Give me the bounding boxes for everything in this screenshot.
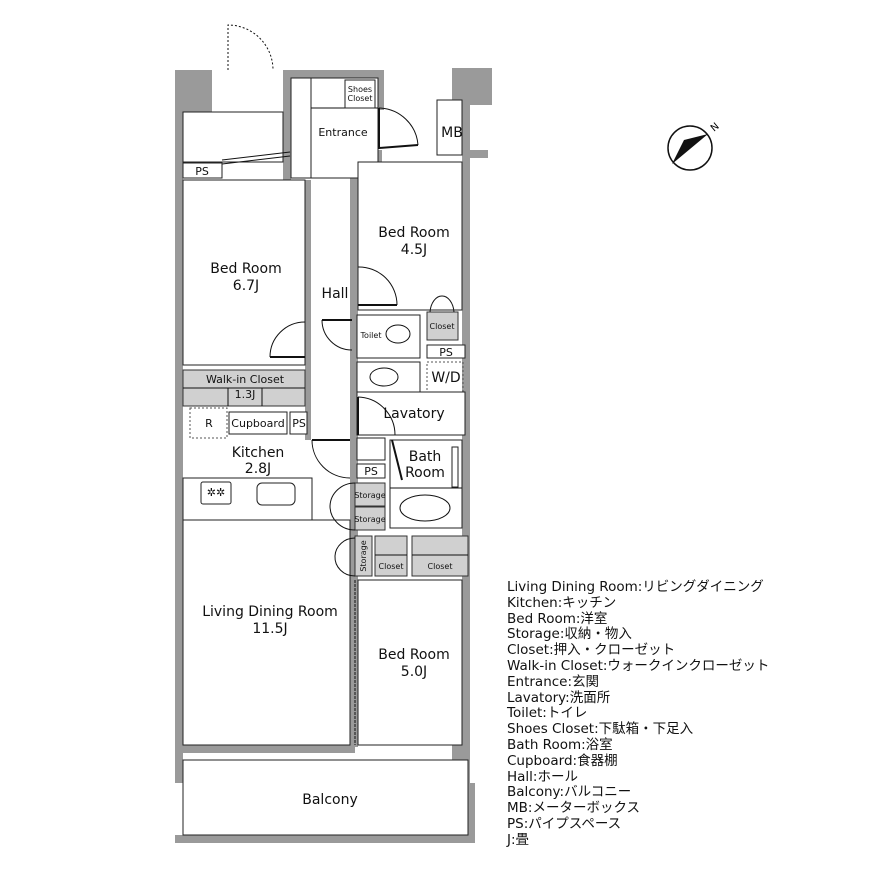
lavatory xyxy=(356,391,466,436)
living-dining-room xyxy=(182,519,351,746)
legend: Living Dining Room:リビングダイニング Kitchen:キッチ… xyxy=(507,579,770,849)
legend-item: Living Dining Room:リビングダイニング xyxy=(507,579,764,595)
ps-label: PS xyxy=(292,417,306,430)
north-label: N xyxy=(709,121,722,134)
compass-icon: N xyxy=(667,121,722,171)
legend-item: Shoes Closet:下駄箱・下足入 xyxy=(507,721,694,738)
bath-shelf xyxy=(451,446,459,488)
bed-room-size: 4.5J xyxy=(401,242,427,258)
ps-box xyxy=(356,463,386,479)
legend-item: J:畳 xyxy=(507,831,530,848)
shoes-closet xyxy=(344,79,376,109)
toilet-bowl xyxy=(385,324,411,344)
ps-label: PS xyxy=(195,165,209,178)
storage-label: Storage xyxy=(354,515,385,524)
closet xyxy=(426,311,459,341)
legend-item: Balcony:バルコニー xyxy=(507,784,632,801)
living-dining-label: Living Dining Room xyxy=(202,604,338,620)
legend-item: Bath Room:浴室 xyxy=(507,736,613,753)
bed-room-6-7 xyxy=(182,179,306,366)
wd-label: W/D xyxy=(431,370,460,386)
entrance-label: Entrance xyxy=(318,126,368,139)
legend-item: Cupboard:食器棚 xyxy=(507,752,618,769)
lavatory-label: Lavatory xyxy=(383,406,444,422)
closet xyxy=(374,535,408,577)
refrigerator-label: R xyxy=(205,417,213,430)
bathtub xyxy=(399,494,451,522)
closet xyxy=(411,535,469,577)
burner-icon: ✲✲ xyxy=(207,486,225,499)
stove xyxy=(200,481,232,505)
bed-room-size: 6.7J xyxy=(233,278,259,294)
ps-box xyxy=(426,344,466,359)
legend-item: Walk-in Closet:ウォークインクローゼット xyxy=(507,657,770,674)
hall-label: Hall xyxy=(322,286,349,302)
ps-label: PS xyxy=(439,346,453,359)
closet-label: Closet xyxy=(428,562,453,571)
ps-box xyxy=(289,411,308,435)
walk-in-closet-size: 1.3J xyxy=(235,388,256,401)
toilet-label: Toilet xyxy=(360,331,382,340)
bed-room-size: 5.0J xyxy=(401,664,427,680)
legend-item: Bed Room:洋室 xyxy=(507,610,608,627)
balcony-label: Balcony xyxy=(302,792,358,808)
shoes-closet-label: Closet xyxy=(348,94,373,103)
bed-room-4-5 xyxy=(357,161,463,311)
storage-box xyxy=(356,437,386,461)
ps-box xyxy=(182,162,223,179)
mb-label: MB xyxy=(441,125,463,141)
legend-item: PS:パイプスペース xyxy=(507,815,622,832)
storage-label: Storage xyxy=(359,540,368,571)
legend-item: Toilet:トイレ xyxy=(507,705,588,722)
bed-room-5-0 xyxy=(357,579,463,746)
refrigerator-space xyxy=(189,407,228,439)
legend-item: Lavatory:洗面所 xyxy=(507,689,611,706)
bath-room-label: Room xyxy=(405,465,445,481)
meter-box xyxy=(436,99,463,156)
cupboard-label: Cupboard xyxy=(231,417,284,430)
closet-label: Closet xyxy=(379,562,404,571)
legend-item: MB:メーターボックス xyxy=(507,800,641,817)
walls xyxy=(175,68,492,843)
washbasin xyxy=(369,367,399,387)
balcony xyxy=(182,759,469,836)
legend-item: Hall:ホール xyxy=(507,768,578,785)
porch-gate xyxy=(227,24,274,71)
legend-item: Entrance:玄関 xyxy=(507,673,600,690)
storage xyxy=(354,506,386,531)
bed-room-label: Bed Room xyxy=(378,225,449,241)
bed-room-label: Bed Room xyxy=(378,647,449,663)
entrance-wall-cabinet xyxy=(290,77,312,179)
legend-item: Storage:収納・物入 xyxy=(507,626,632,643)
kitchen-label: Kitchen xyxy=(232,445,285,461)
ps-label: PS xyxy=(364,465,378,478)
storage xyxy=(354,482,386,507)
legend-item: Closet:押入・クローゼット xyxy=(507,642,676,659)
cupboard xyxy=(228,411,288,435)
closet-label: Closet xyxy=(430,322,455,331)
living-dining-size: 11.5J xyxy=(252,621,287,637)
storage-label: Storage xyxy=(354,491,385,500)
storage xyxy=(354,535,373,577)
walk-in-closet-label: Walk-in Closet xyxy=(206,373,285,386)
kitchen-size: 2.8J xyxy=(245,461,271,477)
porch xyxy=(182,111,284,163)
sink xyxy=(256,482,296,506)
bath-room-label: Bath xyxy=(409,449,442,465)
bed-room-label: Bed Room xyxy=(210,261,281,277)
shoes-closet-label: Shoes xyxy=(348,85,372,94)
legend-item: Kitchen:キッチン xyxy=(507,594,617,611)
washbasin-counter xyxy=(356,361,421,393)
